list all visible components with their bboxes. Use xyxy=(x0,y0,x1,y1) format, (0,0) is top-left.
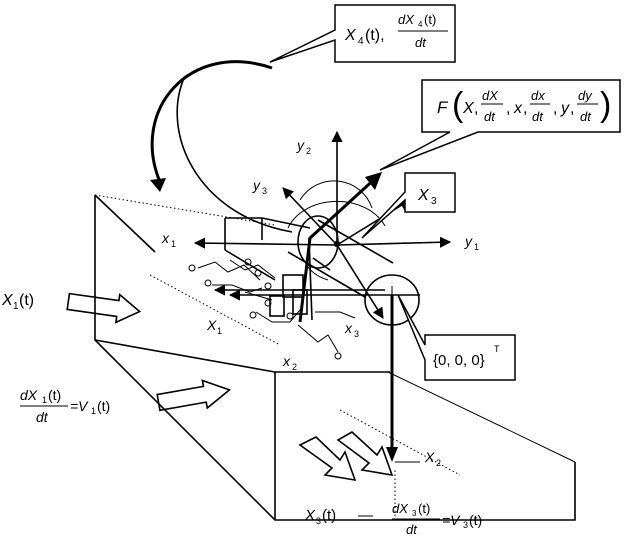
x1-top-sub: 1 xyxy=(171,239,176,249)
v3-rhs: =V xyxy=(442,512,461,528)
v3-num: dX xyxy=(392,501,409,516)
X2-main: X xyxy=(424,449,435,465)
formula-x1t: X 1 (t) xyxy=(1,292,34,312)
velocity-arrows xyxy=(66,292,394,482)
v1-num-arg: (t) xyxy=(48,387,61,403)
y1-main: y xyxy=(464,233,473,249)
y3-sub: 3 xyxy=(262,186,267,196)
x3-axis-sub: 3 xyxy=(354,329,359,339)
x2-main: x xyxy=(282,353,291,369)
x4-num-arg: (t) xyxy=(424,12,436,27)
v1-rhs-sub: 1 xyxy=(91,406,96,416)
tool-arm xyxy=(298,172,382,323)
x3-axis-main: x xyxy=(344,320,353,336)
x1-low-main: X xyxy=(206,317,217,333)
f-d2n: dx xyxy=(531,88,545,103)
x3-sub: 3 xyxy=(431,196,437,207)
f-v1: X xyxy=(462,100,475,117)
v3-den: dt xyxy=(406,522,418,537)
x1-low-sub: 1 xyxy=(217,326,222,336)
coordinate-axes xyxy=(193,130,452,319)
v1-num: dX xyxy=(20,387,38,403)
origin-text: {0, 0, 0} xyxy=(433,352,485,369)
f-c4: , xyxy=(553,100,557,117)
f-v3: y xyxy=(560,100,570,117)
v3-rhs-sub: 3 xyxy=(463,520,468,530)
x1t-main: X xyxy=(1,292,14,309)
f-d1d: dt xyxy=(484,109,496,124)
X2-sub: 2 xyxy=(436,458,441,468)
formula-v3: dX 3 (t) dt =V 3 (t) xyxy=(392,501,482,537)
callout-x4: X 4 (t), dX 4 (t) dt xyxy=(269,4,456,63)
formula-v1: dX 1 (t) dt =V 1 (t) xyxy=(20,387,110,425)
x1t-sub: 1 xyxy=(13,301,19,312)
origin-sup: T xyxy=(494,344,500,354)
x3t-main: X xyxy=(304,507,316,524)
f-d1n: dX xyxy=(482,88,499,103)
y3-main: y xyxy=(252,177,261,193)
x3-main: X xyxy=(417,187,430,204)
x1t-arg: (t) xyxy=(19,292,34,309)
x2-sub: 2 xyxy=(292,362,297,372)
x4-den: dt xyxy=(415,35,427,50)
machine-body xyxy=(94,194,576,521)
position-vectors xyxy=(213,284,420,463)
v3-num-arg: (t) xyxy=(418,501,430,516)
f-rparen: ) xyxy=(600,86,611,124)
x1-top-main: x xyxy=(161,230,170,246)
f-c3: , xyxy=(523,100,527,117)
f-v2: x xyxy=(513,100,523,117)
x4-main: X xyxy=(344,27,357,44)
f-c2: , xyxy=(506,100,510,117)
callout-f: F ( X , dX dt , x , dx dt , y , dy dt ) xyxy=(379,79,621,171)
f-lparen: ( xyxy=(452,86,464,124)
curved-arrow xyxy=(150,60,293,233)
v1-rhs-arg: (t) xyxy=(97,398,110,414)
f-c1: , xyxy=(474,100,478,117)
v3-rhs-arg: (t) xyxy=(469,512,482,528)
v1-rhs: =V xyxy=(70,398,89,414)
v1-den: dt xyxy=(36,409,49,425)
x4-sub: 4 xyxy=(358,36,364,47)
f-d3n: dy xyxy=(578,88,593,103)
x4-arg: (t), xyxy=(365,27,385,44)
callout-x3: X 3 xyxy=(361,172,456,239)
f-d3d: dt xyxy=(580,109,592,124)
y1-sub: 1 xyxy=(474,242,479,252)
callout-origin: {0, 0, 0} T xyxy=(397,294,516,381)
v1-num-sub: 1 xyxy=(42,395,47,405)
formula-x3t: X 3 (t) — xyxy=(304,507,373,526)
y2-main: y xyxy=(296,137,305,153)
f-d2d: dt xyxy=(532,109,544,124)
x4-num-sub: 4 xyxy=(418,20,423,29)
f-c5: , xyxy=(570,100,574,117)
x3t-dash: — xyxy=(358,507,373,524)
x3t-arg: (t) xyxy=(322,507,336,524)
y2-sub: 2 xyxy=(306,146,311,156)
f-fn: F xyxy=(437,98,449,117)
x4-num: dX xyxy=(398,12,415,27)
column-cylinder xyxy=(224,215,420,326)
x3t-sub: 3 xyxy=(316,516,321,526)
axis-labels: y 2 y 3 y 1 x 1 X 1 x 3 x 2 X 2 xyxy=(161,137,479,468)
v3-num-sub: 3 xyxy=(412,509,417,518)
